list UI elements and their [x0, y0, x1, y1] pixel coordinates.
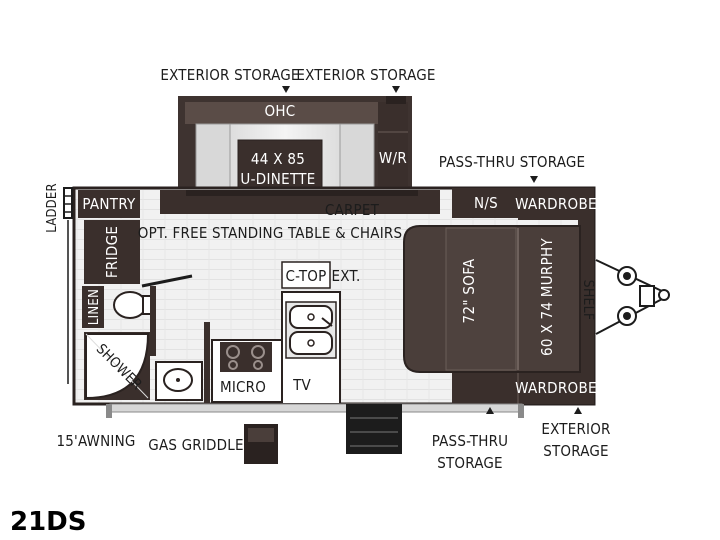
dinette-label: U-DINETTE: [240, 170, 315, 188]
ohc-label: OHC: [264, 102, 295, 120]
exterior-storage-right-label: EXTERIOR STORAGE: [296, 66, 435, 84]
dinette-size-label: 44 X 85: [251, 150, 305, 168]
pantry-label: PANTRY: [82, 195, 136, 213]
toilet: [113, 291, 152, 319]
fridge-label: FRIDGE: [103, 226, 121, 278]
ladder: [63, 187, 73, 384]
bath-wall: [150, 286, 156, 356]
linen-label: LINEN: [87, 289, 102, 325]
pass-thru-bottom-label-2: STORAGE: [437, 454, 503, 472]
bath-wall-2: [204, 322, 210, 404]
exterior-storage-bottom-label-1: EXTERIOR: [541, 420, 610, 438]
murphy-sofa: [403, 225, 581, 373]
kitchen-island: [281, 291, 341, 405]
door-swing-line: [141, 274, 193, 288]
model-name: 21DS: [10, 507, 87, 537]
free-standing-label: OPT. FREE STANDING TABLE & CHAIRS: [138, 224, 402, 242]
pass-thru-top-arrow: [530, 176, 538, 183]
ext-label: EXT.: [331, 267, 360, 285]
exterior-storage-bottom-arrow: [574, 407, 582, 414]
wardrobe-top-label: WARDROBE: [515, 195, 597, 213]
exterior-storage-arrows: [282, 86, 400, 93]
ladder-label: LADDER: [45, 183, 60, 233]
exterior-storage-bottom-label-2: STORAGE: [543, 442, 609, 460]
wr-label: W/R: [379, 149, 407, 167]
wardrobe-top: [518, 188, 594, 220]
bath-sink: [155, 361, 203, 401]
gas-griddle-label: GAS GRIDDLE: [148, 436, 243, 454]
entry-steps: [346, 404, 402, 454]
kitchen-counter: [211, 339, 285, 403]
wardrobe-bottom: [452, 372, 594, 404]
ctop-label: C-TOP: [286, 267, 327, 285]
linen-closet: [82, 286, 104, 328]
sofa-label: 72" SOFA: [460, 258, 478, 323]
awning: [106, 403, 524, 418]
tv-label: TV: [292, 376, 311, 394]
hitch: [595, 259, 670, 335]
micro-label: MICRO: [220, 378, 266, 396]
pantry: [78, 190, 140, 218]
fridge: [84, 220, 140, 284]
pass-thru-top-label: PASS-THRU STORAGE: [439, 153, 586, 171]
pass-thru-bottom-arrow: [486, 407, 494, 414]
ctop-box: [281, 261, 331, 289]
carpet-label: CARPET: [325, 201, 380, 219]
shelf-label: SHELF: [580, 280, 596, 321]
dinette-slideout: [178, 96, 412, 194]
shower: [84, 332, 150, 400]
gas-griddle: [244, 424, 278, 464]
wardrobe-bottom-label: WARDROBE: [515, 379, 597, 397]
murphy-label: 60 X 74 MURPHY: [538, 238, 556, 357]
pass-thru-bottom-label-1: PASS-THRU: [432, 432, 509, 450]
nightstand: [452, 188, 518, 218]
ns-label: N/S: [474, 194, 498, 212]
awning-label: 15'AWNING: [56, 432, 135, 450]
exterior-storage-left-label: EXTERIOR STORAGE: [160, 66, 299, 84]
